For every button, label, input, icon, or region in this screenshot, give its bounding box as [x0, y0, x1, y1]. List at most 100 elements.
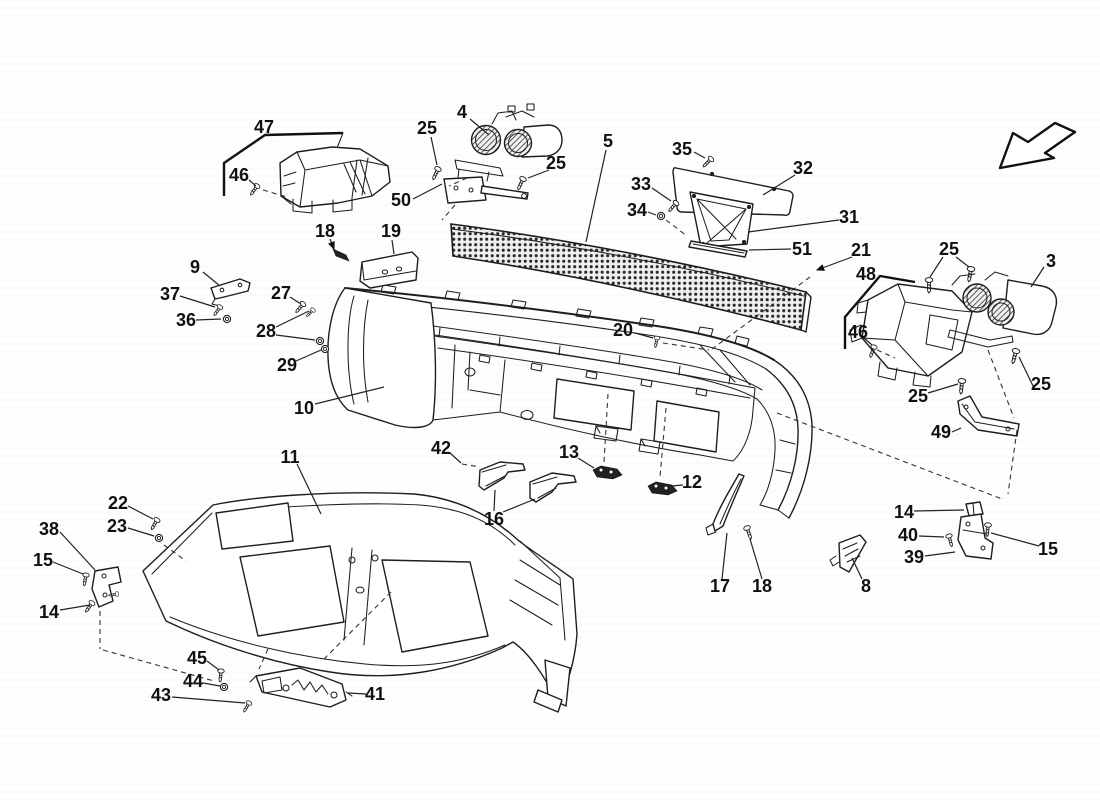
- assembly-reference-lines: [99, 177, 1018, 682]
- callout-leader-23-37: [127, 527, 155, 537]
- callout-32-12: 32: [793, 158, 813, 178]
- callout-leader-50-5: [412, 183, 443, 200]
- screw-15-left-icon: [80, 572, 90, 587]
- callout-leader-25-2: [430, 136, 438, 166]
- part-47-heat-shield: [279, 146, 391, 214]
- callout-3-17: 3: [1046, 251, 1056, 271]
- nut-44-icon: [219, 682, 229, 692]
- callout-49-22: 49: [931, 422, 951, 442]
- callout-leader-41-44: [347, 692, 367, 695]
- callout-36-25: 36: [176, 310, 196, 330]
- screw-14-left-icon: [82, 599, 97, 615]
- screw-37-icon: [211, 303, 224, 318]
- callout-18-46: 18: [752, 576, 772, 596]
- callout-39-50: 39: [904, 547, 924, 567]
- callout-leader-42-32: [449, 452, 462, 464]
- part-19-bracket: [359, 251, 419, 289]
- screw-25-left-a-icon: [429, 165, 443, 182]
- callout-17-45: 17: [710, 576, 730, 596]
- group-bracket-48: [843, 274, 916, 349]
- callout-leader-45-41: [206, 660, 220, 671]
- callout-leader-18-46: [749, 538, 763, 580]
- callout-leader-46-1: [248, 179, 257, 187]
- callout-leader-27-26: [289, 296, 302, 305]
- callout-43-43: 43: [151, 685, 171, 705]
- screw-25-right-c-icon: [1008, 347, 1021, 366]
- callout-15-51: 15: [1038, 539, 1058, 559]
- callout-41-44: 41: [365, 684, 385, 704]
- callout-29-28: 29: [277, 355, 297, 375]
- callout-leader-28-27: [275, 334, 316, 341]
- screw-45-icon: [216, 668, 225, 683]
- part-4-exhaust-tips: [454, 103, 563, 182]
- callout-4-3: 4: [457, 102, 467, 122]
- part-38-bracket: [91, 566, 122, 608]
- callout-47-0: 47: [254, 117, 274, 137]
- callout-46-1: 46: [229, 165, 249, 185]
- callout-leader-43-43: [171, 696, 246, 704]
- nut-34-icon: [656, 211, 666, 221]
- nut-23-icon: [154, 533, 164, 543]
- callout-leader-34-11: [647, 211, 657, 216]
- callout-leader-25-21: [927, 383, 959, 394]
- part-48-finisher-box: [849, 283, 973, 388]
- callout-37-24: 37: [160, 284, 180, 304]
- callout-25-2: 25: [417, 118, 437, 138]
- callout-9-23: 9: [190, 257, 200, 277]
- callout-leader-31-13: [747, 219, 840, 233]
- screw-22-icon: [148, 516, 162, 532]
- part-8-sill-strip: [829, 534, 867, 573]
- callout-leader-51-14: [748, 248, 792, 251]
- callout-leader-33-10: [651, 187, 672, 202]
- callout-25-21: 25: [908, 386, 928, 406]
- callout-leader-29-28: [295, 349, 322, 362]
- callout-leader-38-38: [59, 531, 96, 571]
- part-49-bracket: [957, 395, 1020, 437]
- callout-50-5: 50: [391, 190, 411, 210]
- part-3-exhaust-tips: [947, 271, 1058, 348]
- callout-48-18: 48: [856, 264, 876, 284]
- callout-12-34: 12: [682, 472, 702, 492]
- callout-leader-4-3: [469, 118, 490, 136]
- part-9-bracket: [210, 278, 251, 307]
- callout-leader-15-39: [52, 561, 84, 575]
- callout-42-32: 42: [431, 438, 451, 458]
- callout-leader-44-42: [202, 682, 221, 687]
- callout-leader-21-15: [815, 256, 853, 271]
- callout-20-30: 20: [613, 320, 633, 340]
- callout-leader-49-22: [951, 427, 962, 433]
- callout-leader-19-7: [391, 239, 395, 255]
- callout-10-29: 10: [294, 398, 314, 418]
- callout-25-4: 25: [546, 153, 566, 173]
- callout-leader-12-34: [671, 484, 684, 487]
- group-bracket-47: [222, 131, 344, 196]
- callout-leader-15-51: [990, 532, 1040, 547]
- callout-21-15: 21: [851, 240, 871, 260]
- callout-46-19: 46: [848, 322, 868, 342]
- callout-leader-28-27: [275, 310, 310, 328]
- callout-44-42: 44: [183, 671, 203, 691]
- callout-leader-17-45: [721, 532, 728, 580]
- part-51-trim-strip: [688, 240, 748, 258]
- callout-leader-37-24: [179, 295, 216, 308]
- part-39-bracket-group: [957, 501, 994, 560]
- part-50-support-bracket: [443, 176, 529, 204]
- callout-leader-13-33: [577, 457, 595, 469]
- nut-36-icon: [222, 314, 232, 324]
- callout-leader-25-4: [527, 169, 550, 179]
- callout-leader-18-6: [327, 238, 335, 251]
- callout-38-38: 38: [39, 519, 59, 539]
- callout-16-35: 16: [484, 509, 504, 529]
- clip-13-icon: [592, 465, 623, 480]
- screw-18-right-icon: [742, 524, 755, 541]
- callout-leader-5-8: [585, 149, 607, 243]
- callout-19-7: 19: [381, 221, 401, 241]
- callout-leader-40-49: [918, 535, 945, 538]
- callout-leader-9-23: [202, 271, 221, 287]
- screw-20-icon: [652, 335, 661, 349]
- screw-43-icon: [240, 699, 253, 714]
- direction-arrow-icon: [998, 121, 1077, 170]
- callout-leader-3-17: [1030, 266, 1045, 288]
- callout-28-27: 28: [256, 321, 276, 341]
